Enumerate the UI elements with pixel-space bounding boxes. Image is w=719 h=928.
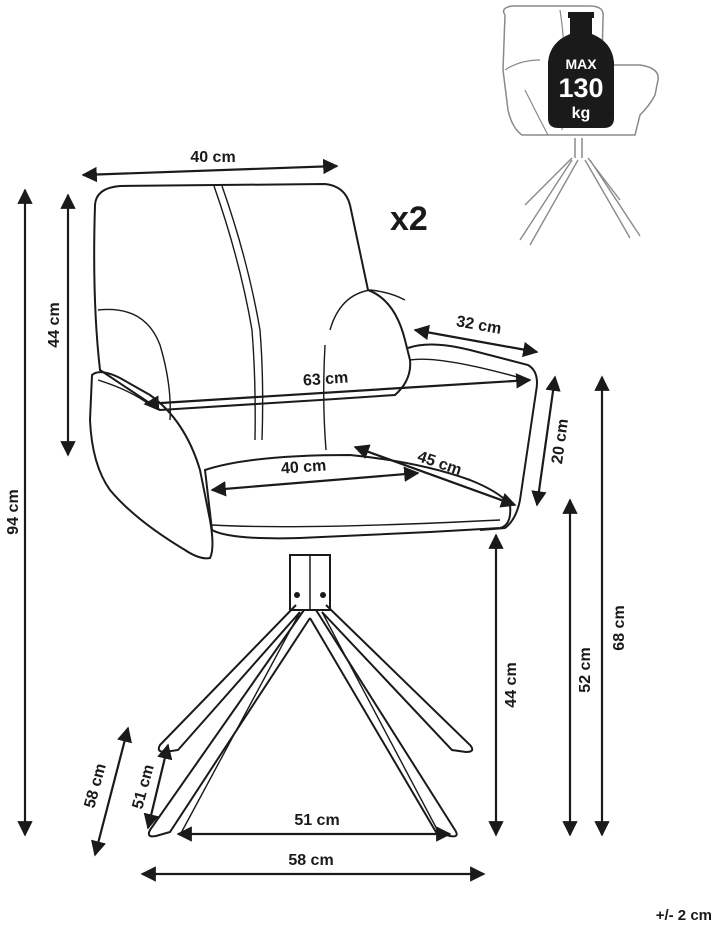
dim-arm-height: 68 cm (611, 605, 628, 650)
dim-base-width-58: 58 cm (288, 852, 333, 869)
dimension-labels: 40 cm 94 cm 44 cm 32 cm 63 cm 20 cm 40 c… (5, 149, 628, 869)
dim-total-height: 94 cm (5, 489, 22, 534)
dim-base-depth-58: 58 cm (82, 762, 110, 810)
dim-armrest-height: 20 cm (549, 418, 572, 465)
max-label: MAX (565, 56, 597, 72)
dim-armrest-length: 32 cm (455, 313, 503, 338)
dim-seat-depth: 45 cm (415, 448, 463, 479)
tolerance-note: +/- 2 cm (656, 907, 712, 924)
max-load-thumbnail: MAX 130 kg (502, 5, 659, 246)
dim-seat-height-44: 44 cm (503, 662, 520, 707)
chair-drawing (88, 182, 538, 838)
max-value: 130 (558, 73, 603, 103)
dimension-lines (17, 158, 610, 882)
max-unit: kg (572, 105, 591, 122)
dim-seat-width: 40 cm (280, 457, 326, 477)
dim-overall-width: 63 cm (302, 369, 348, 389)
dim-base-width-51: 51 cm (294, 812, 339, 829)
dim-backrest-height: 44 cm (46, 302, 63, 347)
quantity-label: x2 (390, 200, 428, 238)
dim-seat-height-52: 52 cm (577, 647, 594, 692)
weight-bottle-icon (548, 16, 614, 128)
dim-backrest-width: 40 cm (190, 149, 235, 166)
